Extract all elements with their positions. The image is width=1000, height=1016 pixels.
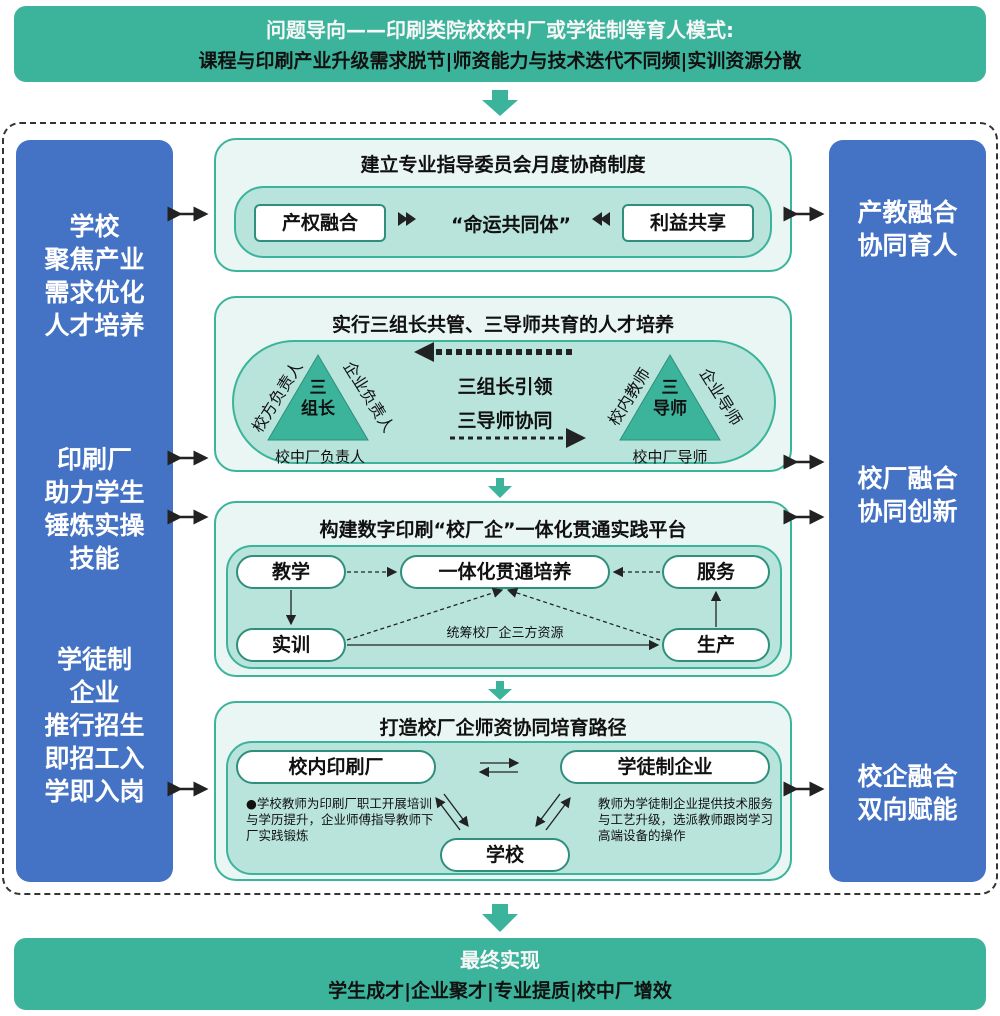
left-block-apprentice-line: 推行招生 [44, 711, 145, 740]
left-block-factory-line: 印刷厂 [56, 445, 132, 474]
three-mentors-collab: 三导师协同 [457, 410, 553, 432]
left-triangle [267, 354, 369, 441]
three-leaders-guide: 三组长引领 [457, 376, 553, 398]
chevron-left-icon [592, 212, 610, 226]
factory-mentor-label: 校中厂导师 [632, 448, 708, 466]
integrated-node: 一体化贯通培养 [400, 555, 610, 589]
left-block-factory-line: 锤炼实操 [44, 511, 145, 540]
right-triangle-label: 三 导师 [653, 378, 687, 419]
service-node: 服务 [662, 555, 770, 589]
left-block-school-line: 聚焦产业 [44, 245, 145, 274]
left-column: 学校 聚焦产业 需求优化 人才培养 印刷厂 助力学生 锤炼实操 技能 学徒制 企… [16, 140, 173, 882]
community-label: “命运共同体” [451, 214, 571, 236]
top-banner: 问题导向——印刷类院校校中厂或学徒制等育人模式: 课程与印刷产业升级需求脱节|师… [14, 6, 986, 82]
right-block-factory-line: 协同创新 [857, 497, 958, 526]
left-block-school: 学校 聚焦产业 需求优化 人才培养 [16, 210, 173, 342]
right-block-industry-line: 产教融合 [857, 198, 958, 227]
panel-platform-title: 构建数字印刷“校厂企”一体化贯通实践平台 [319, 519, 687, 541]
left-block-school-line: 需求优化 [44, 278, 145, 307]
left-block-factory-line: 技能 [69, 544, 120, 573]
panel-committee: 建立专业指导委员会月度协商制度 产权融合 “命运共同体” 利益共享 [214, 138, 792, 272]
factory-note: ●学校教师为印刷厂职工开展培训与学历提升，企业师傅指导教师下厂实践锻炼 [246, 796, 434, 843]
top-banner-title: 问题导向——印刷类院校校中厂或学徒制等育人模式: [266, 18, 734, 42]
right-block-factory: 校厂融合 协同创新 [829, 462, 986, 528]
left-block-factory-line: 助力学生 [44, 478, 145, 507]
left-block-school-line: 学校 [69, 212, 120, 241]
platform-connectors [285, 566, 722, 651]
right-block-industry-line: 协同育人 [857, 231, 958, 260]
right-block-industry: 产教融合 协同育人 [829, 196, 986, 262]
leader-dashed-arrow [414, 342, 572, 362]
benefit-sharing-box: 利益共享 [622, 204, 754, 242]
left-block-factory: 印刷厂 助力学生 锤炼实操 技能 [16, 443, 173, 575]
teacher-connectors [435, 757, 571, 831]
property-fusion-box: 产权融合 [254, 204, 386, 242]
factory-node: 校内印刷厂 [236, 750, 436, 784]
left-block-apprentice-line: 学即入岗 [44, 777, 145, 806]
enterprise-node: 学徒制企业 [560, 750, 770, 784]
panel-committee-title: 建立专业指导委员会月度协商制度 [360, 154, 646, 176]
training-node: 实训 [236, 628, 346, 662]
resources-label: 统筹校厂企三方资源 [446, 626, 564, 641]
right-block-enterprise: 校企融合 双向赋能 [829, 760, 986, 826]
left-block-apprentice-line: 即招工入 [44, 744, 145, 773]
panel-mentors-title: 实行三组长共管、三导师共育的人才培养 [331, 314, 674, 336]
enterprise-note: 教师为学徒制企业提供技术服务与工艺升级，选派教师跟岗学习高端设备的操作 [598, 796, 774, 843]
teal-small-arrow [488, 478, 512, 700]
bottom-banner-results: 学生成才|企业聚才|专业提质|校中厂增效 [328, 980, 672, 1002]
bottom-banner: 最终实现 学生成才|企业聚才|专业提质|校中厂增效 [14, 938, 986, 1010]
factory-leader-label: 校中厂负责人 [274, 448, 365, 466]
production-node: 生产 [662, 628, 770, 662]
school-node: 学校 [440, 838, 570, 872]
right-column: 产教融合 协同育人 校厂融合 协同创新 校企融合 双向赋能 [829, 140, 986, 882]
left-triangle-label: 三 组长 [301, 378, 335, 419]
panel-teachers-title: 打造校厂企师资协同培育路径 [379, 717, 627, 739]
left-block-school-line: 人才培养 [44, 311, 145, 340]
left-block-apprentice-line: 学徒制 [56, 645, 132, 674]
right-block-factory-line: 校厂融合 [857, 464, 958, 493]
right-triangle [619, 354, 721, 441]
double-arrows [167, 206, 825, 797]
chevron-right-icon [398, 212, 416, 226]
right-block-enterprise-line: 双向赋能 [857, 795, 958, 824]
top-banner-problems: 课程与印刷产业升级需求脱节|师资能力与技术迭代不同频|实训资源分散 [198, 50, 802, 72]
teal-down-arrow [482, 90, 518, 116]
left-block-apprentice: 学徒制 企业 推行招生 即招工入 学即入岗 [16, 643, 173, 808]
mentor-dashed-arrow [450, 428, 586, 448]
bottom-banner-title: 最终实现 [460, 948, 540, 972]
left-block-apprentice-line: 企业 [69, 678, 120, 707]
dashed-frame [2, 122, 998, 895]
right-block-enterprise-line: 校企融合 [857, 762, 958, 791]
teal-down-arrow [482, 904, 518, 932]
teaching-node: 教学 [236, 555, 346, 589]
